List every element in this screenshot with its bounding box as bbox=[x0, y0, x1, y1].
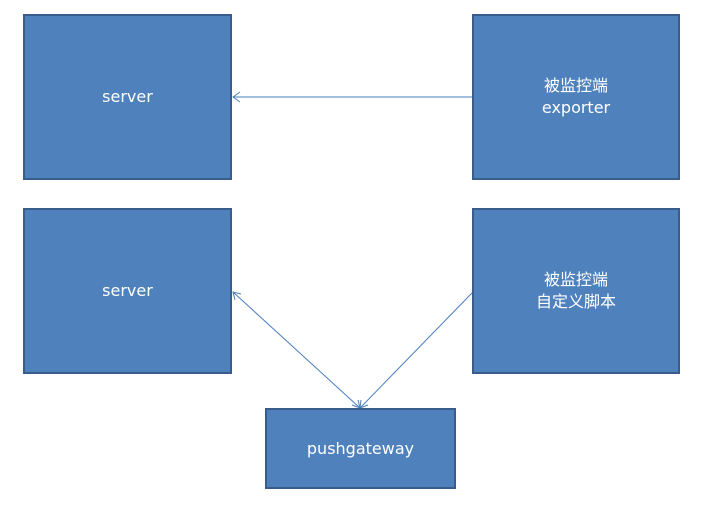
pushgateway-label: pushgateway bbox=[306, 438, 415, 458]
arrowhead-pushgateway-from-script bbox=[359, 399, 369, 409]
server-box-bottom: server bbox=[23, 208, 232, 374]
arrowhead-pushgateway-from-server bbox=[351, 399, 361, 409]
server-box-top-label: server bbox=[102, 87, 153, 106]
server-box-bottom-label: server bbox=[102, 281, 153, 300]
monitored-exporter-label-1: 被监控端 bbox=[543, 76, 608, 95]
pushgateway-box: pushgateway bbox=[265, 408, 456, 489]
arrow-script-to-pushgateway bbox=[359, 292, 473, 409]
arrowhead-server-bottom bbox=[232, 291, 242, 301]
monitored-script-label-1: 被监控端 bbox=[543, 270, 608, 289]
monitored-script-label-2: 自定义脚本 bbox=[535, 292, 616, 311]
monitored-exporter-box: 被监控端 exporter bbox=[472, 14, 680, 180]
arrowhead-server-top bbox=[232, 91, 241, 103]
monitored-script-box: 被监控端 自定义脚本 bbox=[472, 208, 680, 374]
server-box-top: server bbox=[23, 14, 232, 180]
arrow-server-pushgateway bbox=[232, 291, 361, 409]
monitored-exporter-label-2: exporter bbox=[541, 98, 611, 117]
